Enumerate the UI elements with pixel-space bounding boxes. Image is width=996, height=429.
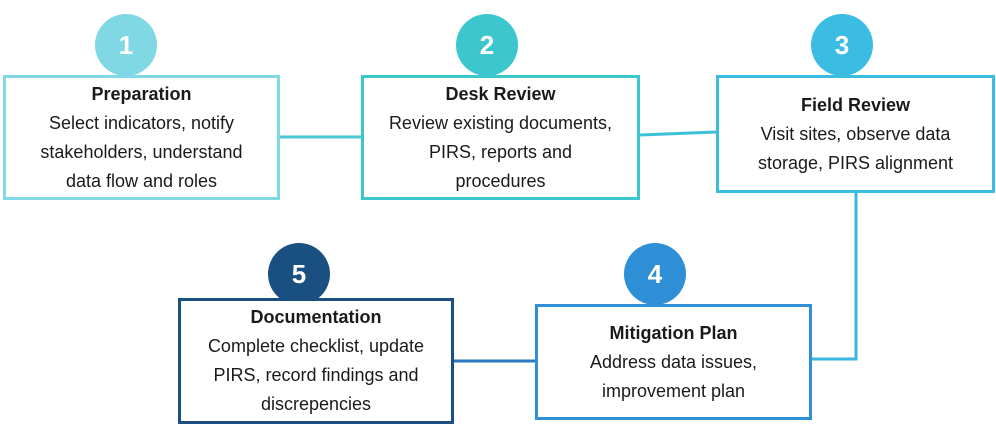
step-2-description: Review existing documents, PIRS, reports…: [388, 112, 613, 191]
step-1-description: Select indicators, notify stakeholders, …: [40, 112, 243, 191]
step-5-description: Complete checklist, update PIRS, record …: [207, 336, 425, 414]
step-1-title: Preparation: [91, 83, 192, 104]
connector-3-4: [812, 193, 858, 361]
step-1-number-badge: 1: [95, 14, 157, 76]
step-4-mitigation-plan-box: Mitigation Plan Address data issues, imp…: [535, 304, 812, 420]
step-5-number-badge: 5: [268, 243, 330, 305]
step-2-number-badge: 2: [456, 14, 518, 76]
step-5-documentation-box: Documentation Complete checklist, update…: [178, 298, 454, 424]
step-3-field-review-box: Field Review Visit sites, observe data s…: [716, 75, 995, 193]
step-2-desk-review-box: Desk Review Review existing documents, P…: [361, 75, 640, 200]
step-3-description: Visit sites, observe data storage, PIRS …: [757, 123, 954, 173]
step-3-number-badge: 3: [811, 14, 873, 76]
step-2-title: Desk Review: [445, 83, 556, 104]
connector-2-3: [639, 130, 717, 137]
step-5-title: Documentation: [250, 307, 382, 327]
step-4-number-badge: 4: [624, 243, 686, 305]
step-3-title: Field Review: [800, 94, 911, 115]
step-4-description: Address data issues, improvement plan: [589, 351, 758, 401]
step-1-preparation-box: Preparation Select indicators, notify st…: [3, 75, 280, 200]
step-4-title: Mitigation Plan: [609, 322, 738, 343]
